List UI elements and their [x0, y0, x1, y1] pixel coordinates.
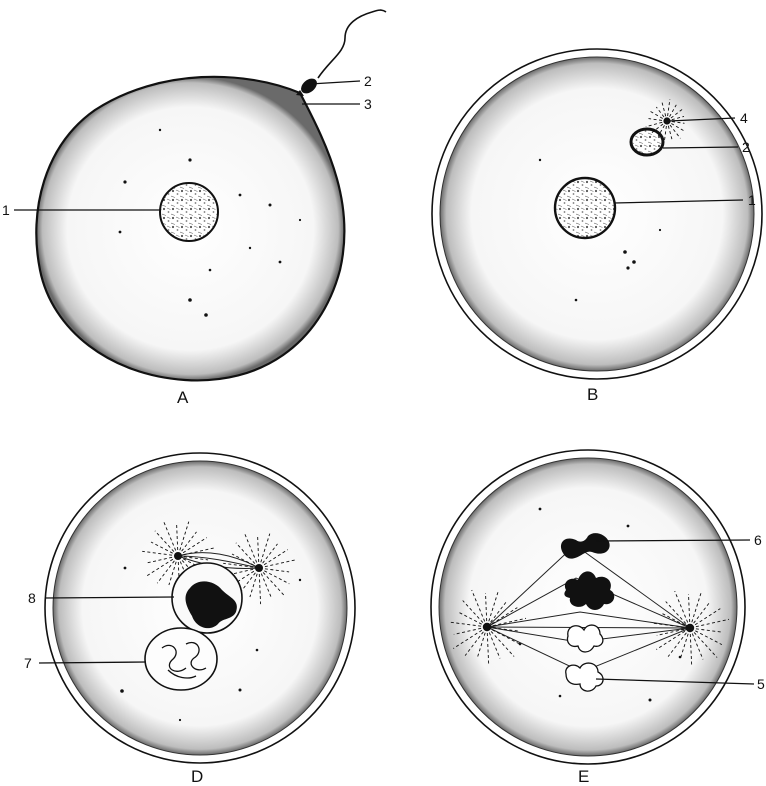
callout-7-d: 7 — [24, 655, 32, 671]
callout-2-b: 2 — [742, 139, 750, 155]
panel-a — [36, 10, 386, 380]
panel-label-b: B — [587, 385, 598, 404]
male-pronucleus-b — [631, 129, 663, 155]
callout-6-e: 6 — [754, 532, 762, 548]
panel-b — [432, 49, 762, 379]
sperm-tail — [318, 10, 386, 78]
callout-2-a: 2 — [364, 73, 372, 89]
panel-e — [431, 450, 745, 764]
callout-5-e: 5 — [757, 676, 765, 692]
callout-3-a: 3 — [364, 96, 372, 112]
callout-1-a: 1 — [2, 202, 10, 218]
female-pronucleus-b — [555, 178, 615, 238]
panel-label-d: D — [191, 767, 203, 786]
egg-cell-e — [439, 458, 737, 756]
panel-d — [45, 453, 355, 763]
pronucleus-d-7 — [145, 628, 217, 690]
panel-label-a: A — [177, 388, 189, 407]
panel-label-e: E — [578, 767, 589, 786]
callout-1-b: 1 — [748, 192, 756, 208]
female-pronucleus-a — [160, 183, 218, 241]
callout-8-d: 8 — [28, 590, 36, 606]
callout-4-b: 4 — [740, 110, 748, 126]
